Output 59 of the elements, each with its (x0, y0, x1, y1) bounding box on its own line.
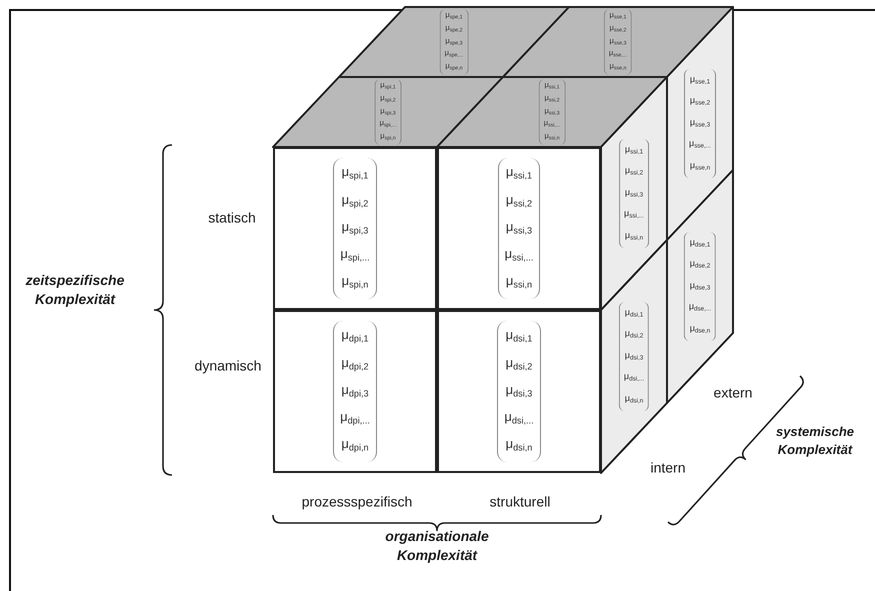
vector-entry: μ$_{ssi,...}$ (624, 207, 644, 222)
vector-entry: μ$_{dsi,1}$ (506, 326, 532, 346)
vector-entry: μ$_{sse,1}$ (690, 72, 710, 88)
axis-label: strukturell (490, 492, 550, 512)
vector-entry: μ$_{ssi,2}$ (506, 190, 532, 210)
front-face-cell (437, 310, 601, 473)
vector-entry: μ$_{dsi,3}$ (506, 380, 532, 400)
vector-entry: μ$_{dsi,n}$ (506, 435, 532, 455)
vector-bracket (374, 78, 402, 146)
vector-entry: μ$_{sse,3}$ (690, 116, 710, 130)
vector-entry: μ$_{dpi,...}$ (340, 408, 370, 428)
axis-label: extern (714, 384, 752, 402)
front-face-cell (273, 310, 437, 473)
axis-label: dynamisch (194, 356, 262, 376)
vector-entry: μ$_{ssi,1}$ (624, 142, 644, 158)
vector-entry: μ$_{dsi,1}$ (624, 306, 644, 320)
vector-entry: μ$_{dpi,3}$ (341, 380, 369, 400)
vector-bracket (440, 8, 468, 76)
vector-entry: μ$_{dsi,2}$ (624, 327, 644, 342)
vector-entry: μ$_{spi,3}$ (342, 218, 368, 238)
vector-entry: μ$_{dse,n}$ (690, 322, 710, 336)
vector-entry: μ$_{dsi,...}$ (624, 370, 644, 385)
vector-entry: μ$_{ssi,n}$ (506, 272, 532, 292)
vector-bracket (604, 8, 632, 76)
vector-entry: μ$_{dsi,n}$ (624, 392, 644, 406)
vector-entry: μ$_{dpi,1}$ (341, 326, 369, 346)
vector-entry: μ$_{ssi,1}$ (506, 163, 532, 183)
vector-entry: μ$_{dse,3}$ (690, 278, 710, 294)
axis-title: organisationale Komplexität (384, 527, 490, 565)
axis-label: prozessspezifisch (302, 492, 412, 512)
front-face-cell (437, 147, 601, 310)
vector-entry: μ$_{sse,...}$ (689, 137, 711, 152)
vector-entry: μ$_{spi,...}$ (340, 245, 370, 264)
vector-bracket (684, 232, 716, 342)
vector-entry: μ$_{dsi,2}$ (506, 354, 532, 373)
vector-bracket (618, 302, 650, 412)
vector-entry: μ$_{dse,1}$ (690, 236, 710, 250)
vector-entry: μ$_{sse,2}$ (690, 94, 710, 109)
vector-entry: μ$_{ssi,3}$ (624, 186, 644, 200)
vector-entry: μ$_{ssi,n}$ (624, 228, 644, 244)
front-face-cell (273, 147, 437, 310)
axis-title: systemische Komplexität (774, 423, 856, 459)
axis-title: zeitspezifische Komplexität (24, 271, 126, 309)
vector-entry: μ$_{dpi,2}$ (341, 354, 369, 374)
vector-entry: μ$_{ssi,3}$ (506, 218, 532, 238)
vector-entry: μ$_{sse,n}$ (690, 158, 710, 174)
axis-label: intern (650, 458, 686, 478)
vector-entry: μ$_{ssi,...}$ (504, 245, 534, 264)
vector-bracket (538, 78, 566, 146)
vector-entry: μ$_{spi,n}$ (342, 272, 368, 292)
vector-entry: μ$_{dsi,3}$ (624, 348, 644, 364)
vector-entry: μ$_{dsi,...}$ (504, 408, 534, 428)
vector-entry: μ$_{spi,2}$ (342, 190, 368, 210)
vector-entry: μ$_{ssi,2}$ (624, 164, 644, 179)
vector-entry: μ$_{dse,2}$ (690, 257, 710, 272)
vector-entry: μ$_{dpi,n}$ (341, 435, 369, 455)
axis-label: statisch (208, 208, 256, 228)
vector-entry: μ$_{spi,1}$ (342, 163, 368, 183)
vector-entry: μ$_{dse,...}$ (688, 300, 712, 315)
